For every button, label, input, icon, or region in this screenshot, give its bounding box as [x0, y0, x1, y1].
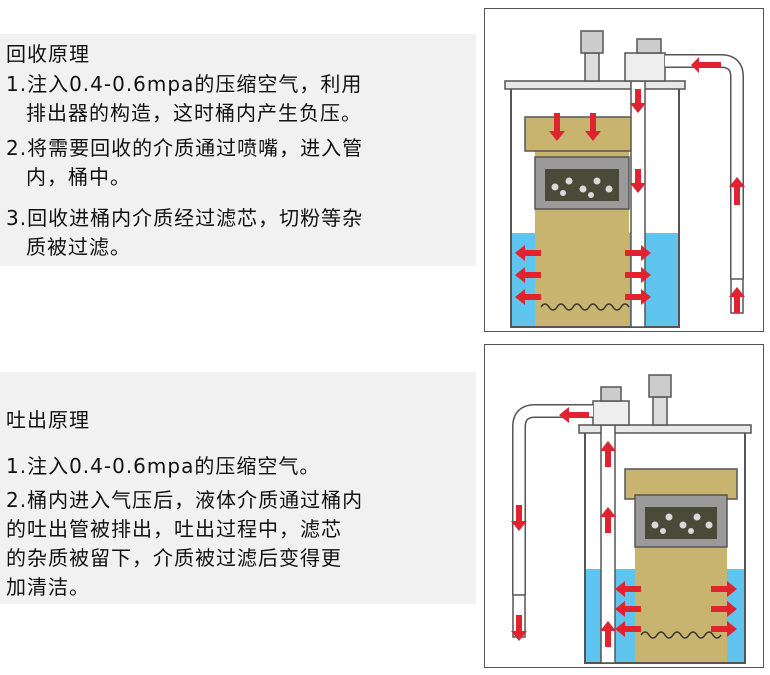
hose — [665, 55, 743, 279]
debris — [551, 177, 613, 198]
discharge-diagram-svg — [511, 374, 752, 664]
filter-top-flange — [524, 116, 640, 152]
discharge-title: 吐出原理 — [6, 408, 90, 432]
flow-arrows — [515, 57, 745, 313]
arrow-left-icon — [615, 621, 641, 637]
discharge-text-panel: 吐出原理 1.注入0.4-0.6mpa的压缩空气。 2.桶内进入气压后，液体介质… — [0, 372, 476, 604]
discharge-step-1: 1.注入0.4-0.6mpa的压缩空气。 — [6, 452, 474, 481]
discharge-step-1-line-1: 1.注入0.4-0.6mpa的压缩空气。 — [6, 454, 321, 478]
inner-tube — [630, 80, 646, 328]
valve-head-icon — [648, 374, 672, 398]
arrow-right-icon — [625, 289, 651, 305]
recovery-step-1: 1.注入0.4-0.6mpa的压缩空气，利用 排出器的构造，这时桶内产生负压。 — [6, 70, 474, 128]
arrow-up-icon — [729, 287, 745, 313]
recovery-title: 回收原理 — [6, 42, 90, 66]
discharge-diagram — [484, 344, 764, 668]
arrow-down-icon — [630, 89, 646, 113]
pressure-valve — [652, 396, 668, 426]
tank-lid — [504, 80, 686, 90]
arrow-down-icon — [511, 615, 527, 641]
discharge-step-2-line-3: 的杂质被留下，介质被过滤后变得更 — [6, 546, 342, 570]
arrow-left-icon — [515, 245, 541, 261]
pressure-valve — [584, 52, 600, 82]
tank-body — [510, 85, 680, 328]
recovery-step-3-line-2: 质被过滤。 — [26, 235, 131, 259]
filter-media — [535, 117, 629, 327]
bottom-screen — [640, 631, 722, 639]
recovery-diagram-svg — [504, 30, 745, 328]
flow-arrows — [511, 407, 737, 647]
arrow-left-icon — [691, 57, 721, 73]
arrow-right-icon — [711, 581, 737, 597]
recovery-step-1-line-1: 1.注入0.4-0.6mpa的压缩空气，利用 — [6, 72, 363, 96]
hose — [513, 405, 593, 595]
recovery-diagram — [484, 8, 764, 332]
arrow-left-icon — [615, 581, 641, 597]
arrow-left-icon — [515, 289, 541, 305]
discharge-step-2-line-2: 的吐出管被排出，吐出过程中，滤芯 — [6, 517, 342, 541]
recovery-step-3: 3.回收进桶内介质经过滤芯，切粉等杂 质被过滤。 — [6, 204, 474, 262]
filter-top-flange — [624, 468, 738, 500]
arrow-left-icon — [515, 267, 541, 283]
arrow-down-icon — [511, 505, 527, 531]
discharge-step-2: 2.桶内进入气压后，液体介质通过桶内 的吐出管被排出，吐出过程中，滤芯 的杂质被… — [6, 486, 474, 602]
recovery-step-3-line-1: 3.回收进桶内介质经过滤芯，切粉等杂 — [6, 206, 364, 230]
arrow-up-icon — [600, 507, 616, 533]
recovery-step-2: 2.将需要回收的介质通过喷嘴，进入管 内，桶中。 — [6, 134, 474, 192]
arrow-down-icon — [630, 169, 646, 193]
tank-body — [584, 429, 746, 664]
discharge-step-2-line-4: 加清洁。 — [6, 575, 90, 599]
bottom-screen — [540, 303, 630, 311]
arrow-down-icon — [549, 113, 565, 141]
arrow-left-icon — [559, 407, 589, 423]
discharge-step-2-line-1: 2.桶内进入气压后，液体介质通过桶内 — [6, 488, 364, 512]
outlet-valve-icon — [600, 386, 622, 402]
arrow-right-icon — [711, 621, 737, 637]
arrow-up-icon — [600, 441, 616, 467]
arrow-down-icon — [585, 113, 601, 141]
debris — [651, 513, 713, 534]
ejector-block — [624, 52, 666, 82]
ejector-valve-icon — [636, 38, 662, 54]
recovery-text-panel: 回收原理 1.注入0.4-0.6mpa的压缩空气，利用 排出器的构造，这时桶内产… — [0, 34, 476, 266]
outlet-block — [592, 400, 630, 426]
arrow-right-icon — [625, 267, 651, 283]
hose-outline — [512, 404, 593, 595]
arrow-up-icon — [729, 177, 745, 205]
arrow-right-icon — [625, 245, 651, 261]
recovery-step-2-line-1: 2.将需要回收的介质通过喷嘴，进入管 — [6, 136, 364, 160]
arrow-right-icon — [711, 601, 737, 617]
arrow-up-icon — [600, 621, 616, 647]
recovery-step-1-line-2: 排出器的构造，这时桶内产生负压。 — [26, 101, 362, 125]
valve-head-icon — [580, 30, 604, 54]
recovery-step-2-line-2: 内，桶中。 — [26, 165, 131, 189]
arrow-left-icon — [615, 601, 641, 617]
